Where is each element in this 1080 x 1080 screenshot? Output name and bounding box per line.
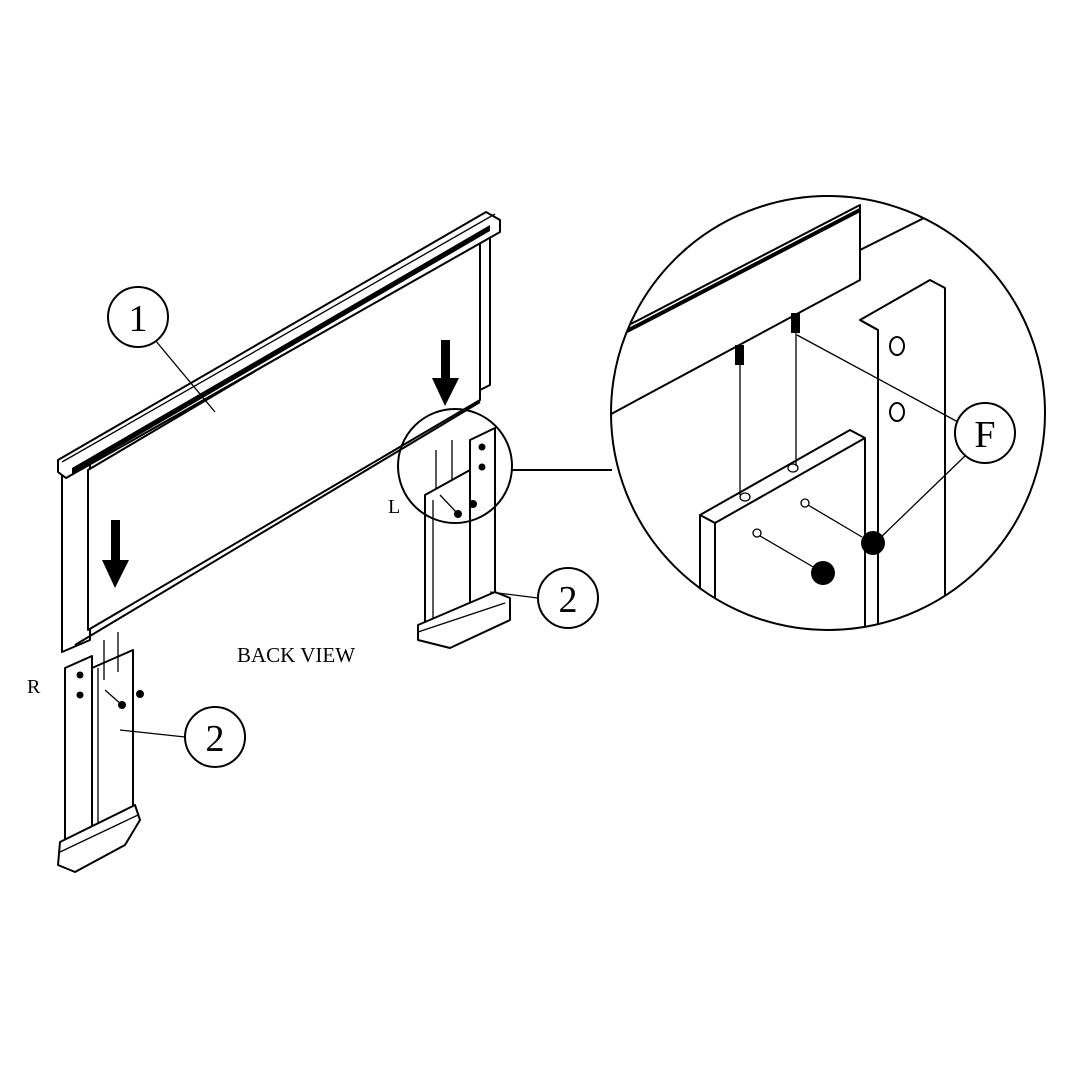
detail-marker-circle	[397, 408, 513, 524]
callout-2-left-leader	[489, 591, 539, 599]
detail-magnified-circle	[610, 195, 1046, 631]
callout-2-right-label: 2	[206, 718, 225, 760]
right-side-label: R	[27, 676, 41, 698]
callout-f-circle	[954, 402, 1016, 464]
leg-right	[57, 632, 144, 873]
callout-f-leader	[796, 334, 959, 423]
callout-2-right-leader	[119, 729, 186, 738]
back-view-label: BACK VIEW	[237, 643, 355, 667]
callout-2-right-circle	[184, 706, 246, 768]
left-side-label: L	[388, 496, 400, 518]
down-arrow-left	[102, 520, 129, 588]
callout-2-left-label: 2	[559, 579, 578, 621]
leg-left	[417, 427, 511, 649]
callout-1-leader	[154, 339, 216, 413]
callout-f-leader	[877, 454, 967, 541]
callout-1-label: 1	[129, 298, 148, 340]
callout-f-label: F	[974, 414, 995, 456]
callout-2-left-circle	[537, 567, 599, 629]
callout-1-circle	[107, 286, 169, 348]
detail-view	[611, 199, 961, 630]
down-arrow-right	[432, 340, 459, 406]
headboard	[57, 211, 501, 653]
